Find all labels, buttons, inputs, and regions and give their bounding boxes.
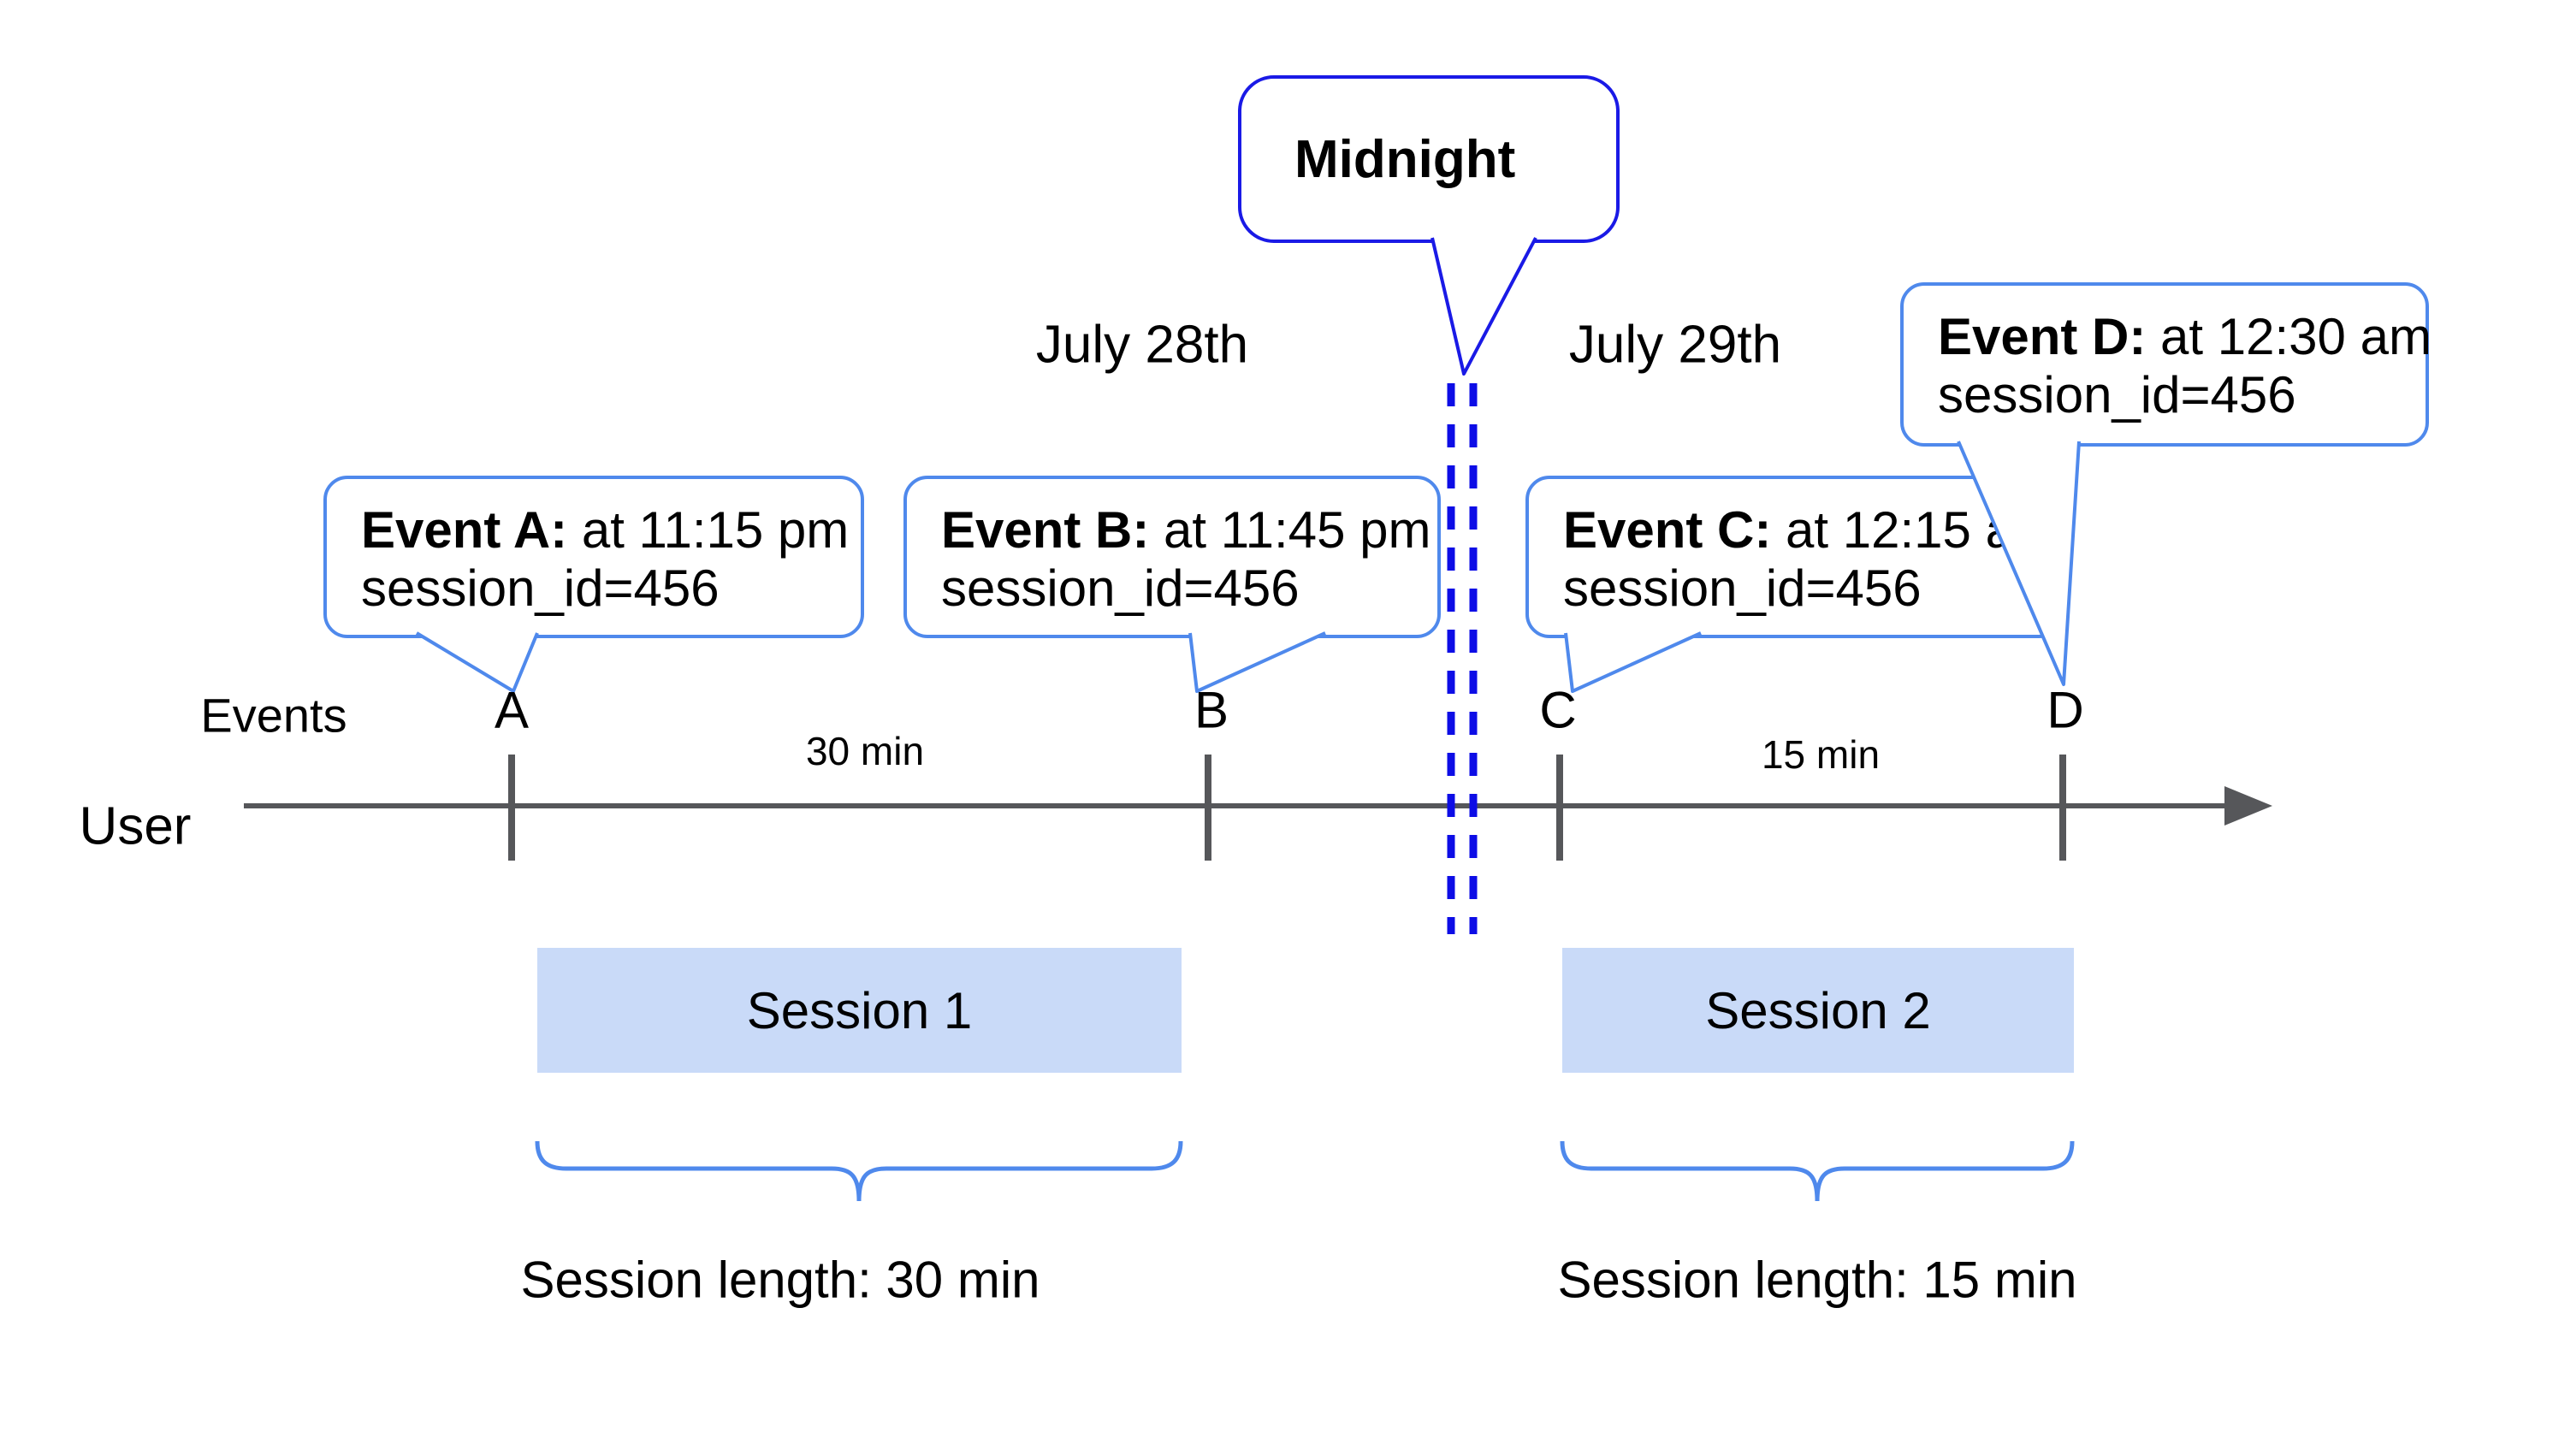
timeline-arrowhead-icon: [2224, 786, 2272, 826]
gap-label-15min: 15 min: [1761, 732, 1881, 777]
midnight-callout-tail: [1431, 237, 1537, 376]
midnight-label: Midnight: [1294, 129, 1516, 189]
event-c-line2: session_id=456: [1563, 559, 1922, 617]
midnight-callout: Midnight: [1238, 75, 1620, 243]
session-1-label: Session 1: [746, 981, 973, 1039]
event-b-line1: Event B: at 11:45 pm: [941, 501, 1431, 559]
event-a-line1: Event A: at 11:15 pm: [361, 501, 850, 559]
session-1-brace: [535, 1140, 1183, 1202]
session-2-label: Session 2: [1705, 981, 1931, 1039]
session-1-length-label: Session length: 30 min: [520, 1251, 1040, 1309]
session-2-box: Session 2: [1562, 948, 2074, 1073]
session-2-brace: [1560, 1140, 2075, 1202]
gap-label-30min: 30 min: [805, 729, 925, 773]
event-letter-a: A: [494, 681, 530, 739]
event-b-callout: Event B: at 11:45 pm session_id=456: [903, 476, 1441, 638]
event-b-line2: session_id=456: [941, 559, 1300, 617]
event-d-line2: session_id=456: [1938, 366, 2296, 423]
session-1-box: Session 1: [537, 948, 1182, 1073]
user-row-label: User: [79, 796, 192, 856]
date-label-july-29: July 29th: [1568, 315, 1782, 375]
event-letter-d: D: [2047, 681, 2084, 739]
event-letter-c: C: [1539, 681, 1577, 739]
date-label-july-28: July 28th: [1035, 315, 1249, 375]
event-a-callout: Event A: at 11:15 pm session_id=456: [323, 476, 864, 638]
event-a-line2: session_id=456: [361, 559, 720, 617]
event-d-callout: Event D: at 12:30 am session_id=456: [1900, 282, 2432, 447]
event-c-callout-tail: [1564, 631, 1702, 693]
session-2-length-label: Session length: 15 min: [1557, 1251, 2077, 1309]
event-letter-b: B: [1194, 681, 1229, 739]
event-d-line1: Event D: at 12:30 am: [1938, 308, 2432, 365]
event-c-callout: Event C: at 12:15 am session_id=456: [1525, 476, 2063, 638]
event-c-line1: Event C: at 12:15 am: [1563, 501, 2057, 559]
events-row-label: Events: [200, 688, 347, 743]
